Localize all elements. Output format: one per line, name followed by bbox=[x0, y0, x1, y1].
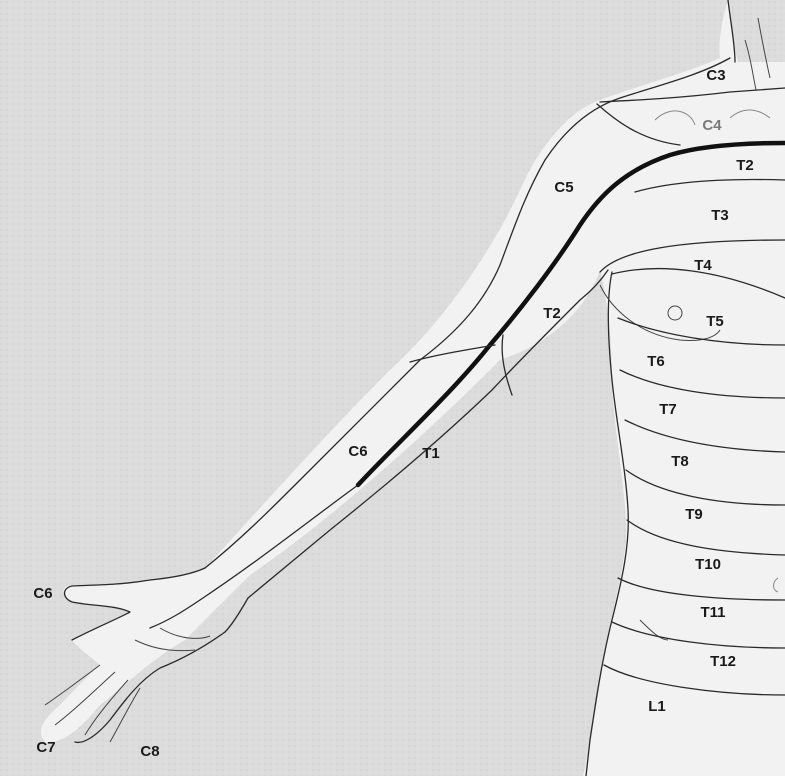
label-t1: T1 bbox=[422, 445, 440, 462]
label-t2-arm: T2 bbox=[543, 305, 561, 322]
label-c3: C3 bbox=[706, 67, 725, 84]
label-t4: T4 bbox=[694, 257, 712, 274]
label-t7: T7 bbox=[659, 401, 677, 418]
label-t8: T8 bbox=[671, 453, 689, 470]
label-t2-chest: T2 bbox=[736, 157, 754, 174]
label-c8: C8 bbox=[140, 743, 159, 760]
label-c6-thumb: C6 bbox=[33, 585, 52, 602]
label-t6: T6 bbox=[647, 353, 665, 370]
label-t10: T10 bbox=[695, 556, 721, 573]
label-c5: C5 bbox=[554, 179, 573, 196]
label-t11: T11 bbox=[700, 604, 725, 621]
label-c6-arm: C6 bbox=[348, 443, 367, 460]
label-c4: C4 bbox=[702, 117, 722, 134]
label-c7: C7 bbox=[36, 739, 55, 756]
label-t12: T12 bbox=[710, 653, 736, 670]
label-l1: L1 bbox=[648, 698, 666, 715]
label-t3: T3 bbox=[711, 207, 729, 224]
label-t5: T5 bbox=[706, 313, 724, 330]
label-t9: T9 bbox=[685, 506, 703, 523]
